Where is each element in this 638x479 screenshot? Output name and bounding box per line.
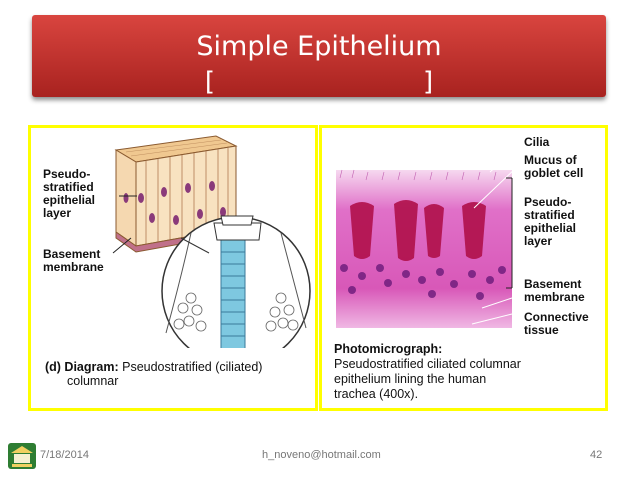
university-logo [6, 441, 38, 471]
footer-date: 7/18/2014 [40, 449, 89, 461]
cilia-label: Cilia [524, 136, 549, 149]
epithelium-diagram-illustration [31, 128, 315, 348]
diagram-caption-line2: columnar [67, 374, 118, 388]
photomicrograph-caption-bold: Photomicrograph: [334, 342, 442, 356]
diagram-caption-text: Pseudostratified (ciliated) [122, 360, 262, 374]
basement-membrane-label: Basement membrane [43, 248, 104, 274]
slide-subtitle: [ ] [32, 67, 606, 97]
connective-tissue-label: Connective tissue [524, 311, 589, 337]
photomicrograph-caption-line3: trachea (400x). [334, 387, 418, 401]
photomicrograph-caption-line2: epithelium lining the human [334, 372, 486, 386]
photomicrograph-panel: Cilia Mucus of goblet cell Pseudo- strat… [319, 125, 608, 411]
footer-page-number: 42 [590, 449, 602, 461]
footer-email: h_noveno@hotmail.com [262, 449, 381, 461]
slide-title-bar: Simple Epithelium [ ] [32, 15, 606, 97]
basement-membrane-label-photo: Basement membrane [524, 278, 585, 304]
pseudostratified-layer-label-photo: Pseudo- stratified epithelial layer [524, 196, 576, 248]
diagram-caption-heading: (d) Diagram: [45, 360, 119, 374]
slide-title: Simple Epithelium [32, 31, 606, 62]
pseudostratified-layer-label: Pseudo- stratified epithelial layer [43, 168, 95, 220]
photomicrograph-caption-line1: Pseudostratified ciliated columnar [334, 357, 521, 371]
goblet-mucus-label: Mucus of goblet cell [524, 154, 583, 180]
diagram-panel: Pseudo- stratified epithelial layer Base… [28, 125, 318, 411]
photomicrograph-caption-heading: Photomicrograph: [334, 342, 442, 356]
diagram-caption: (d) Diagram: Pseudostratified (ciliated) [45, 360, 262, 374]
